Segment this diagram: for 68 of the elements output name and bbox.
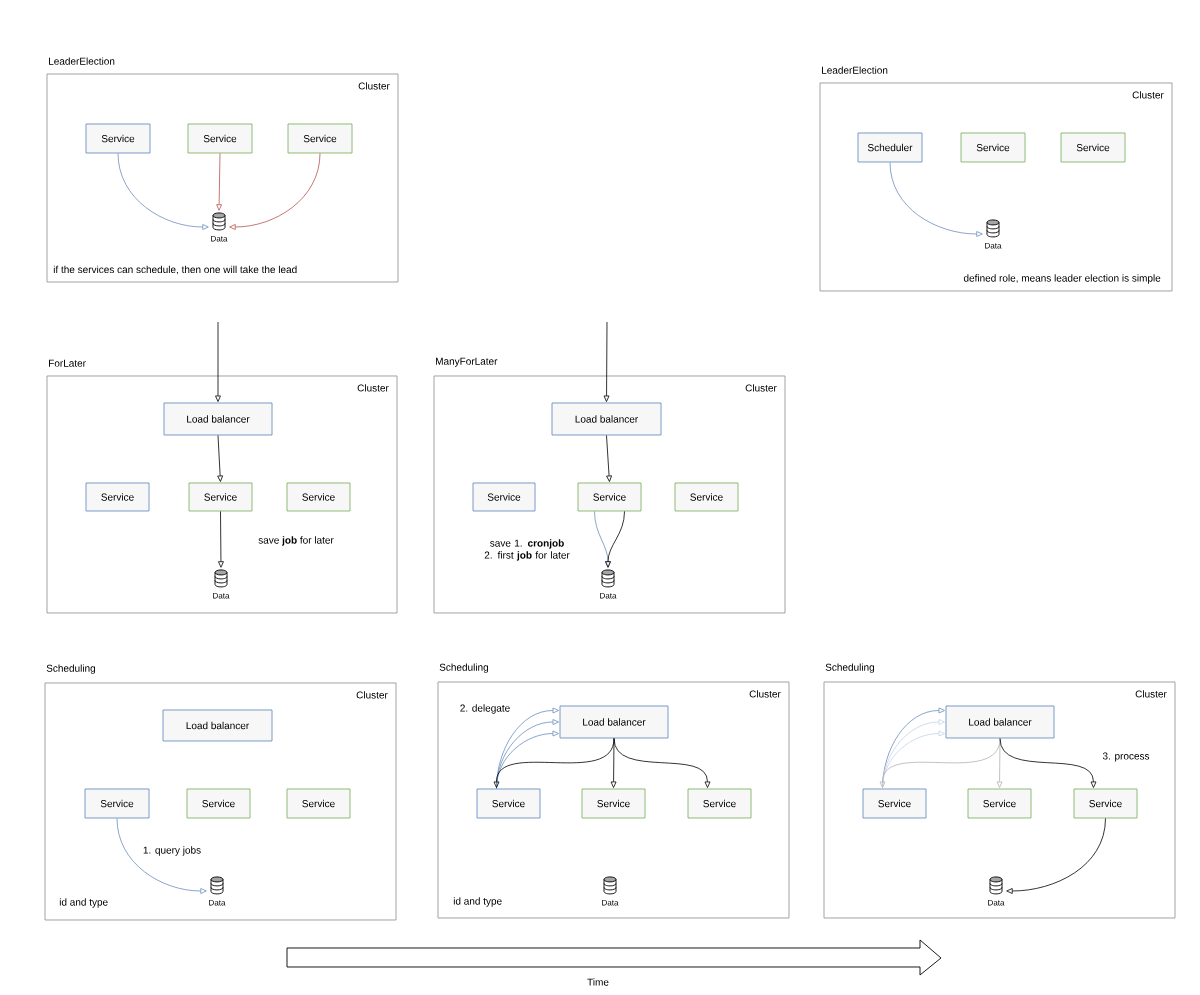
service-box: Load balancer: [559, 705, 669, 739]
database-label: Data: [209, 899, 226, 906]
arrow: [999, 738, 1097, 788]
note-text: if the services can schedule, then one will take the lead: [53, 265, 297, 275]
service-box: Service: [476, 788, 541, 819]
arrow: [117, 153, 209, 230]
arrow: [603, 321, 610, 402]
service-box: Service: [577, 482, 642, 512]
arrow: [1006, 818, 1106, 894]
arrow: [613, 738, 711, 788]
arrow: [215, 321, 221, 402]
service-box: Service: [85, 482, 150, 512]
edge-label: 3. process: [1101, 751, 1151, 763]
service-box: Service: [287, 123, 353, 154]
arrow: [606, 435, 612, 482]
panel-title: LeaderElection: [822, 66, 888, 74]
service-box: Service: [186, 788, 251, 819]
service-box: Service: [862, 788, 927, 819]
database-label: Data: [988, 899, 1005, 906]
service-box: Scheduler: [857, 132, 923, 163]
edge-label: 2. delegate: [458, 703, 512, 715]
panel-title: Scheduling: [825, 663, 875, 673]
database-label: Data: [602, 899, 619, 906]
service-box: Load balancer: [163, 402, 273, 436]
arrow: [217, 435, 224, 482]
service-box: Service: [581, 788, 646, 819]
arrow: [218, 511, 224, 568]
arrow: [496, 730, 559, 789]
service-box: Service: [687, 788, 752, 819]
service-box: Service: [472, 482, 536, 512]
edge-label: save job for later: [257, 535, 335, 547]
database-label: Data: [211, 235, 228, 242]
service-box: Load balancer: [945, 705, 1055, 739]
note-text: save 1. cronjob 2. first job for later: [484, 539, 570, 561]
note-text: id and type: [453, 897, 502, 907]
arrow: [229, 153, 321, 230]
panel-title: ForLater: [49, 359, 86, 367]
service-box: Service: [286, 482, 351, 512]
axis-label: Time: [587, 978, 609, 986]
arrow: [889, 162, 983, 237]
arrow: [610, 738, 617, 788]
panel-title: LeaderElection: [49, 57, 115, 65]
panel-title: ManyForLater: [436, 357, 498, 367]
service-box: Service: [84, 788, 150, 819]
service-box: Load balancer: [162, 709, 273, 742]
service-box: Service: [674, 482, 739, 512]
service-box: Service: [1060, 132, 1126, 163]
note-text: defined role, means leader election is simple: [963, 274, 1161, 284]
arrow: [116, 818, 207, 894]
database-label: Data: [600, 592, 617, 599]
arrow: [996, 738, 1003, 788]
database-label: Data: [213, 592, 230, 599]
service-box: Service: [85, 123, 151, 154]
arrow: [882, 730, 945, 789]
service-box: Load balancer: [551, 402, 662, 436]
arrow: [216, 153, 222, 211]
panel-title: Scheduling: [46, 664, 96, 674]
note-text: id and type: [59, 898, 108, 908]
service-box: Service: [188, 482, 253, 512]
service-box: Service: [967, 788, 1032, 819]
service-box: Service: [187, 123, 253, 154]
arrow: [605, 511, 625, 568]
panel-title: Scheduling: [439, 663, 489, 673]
service-box: Service: [960, 132, 1026, 163]
database-label: Data: [985, 242, 1002, 249]
service-box: Service: [1073, 788, 1138, 819]
edge-label: 1. query jobs: [141, 845, 203, 857]
service-box: Service: [286, 788, 351, 819]
